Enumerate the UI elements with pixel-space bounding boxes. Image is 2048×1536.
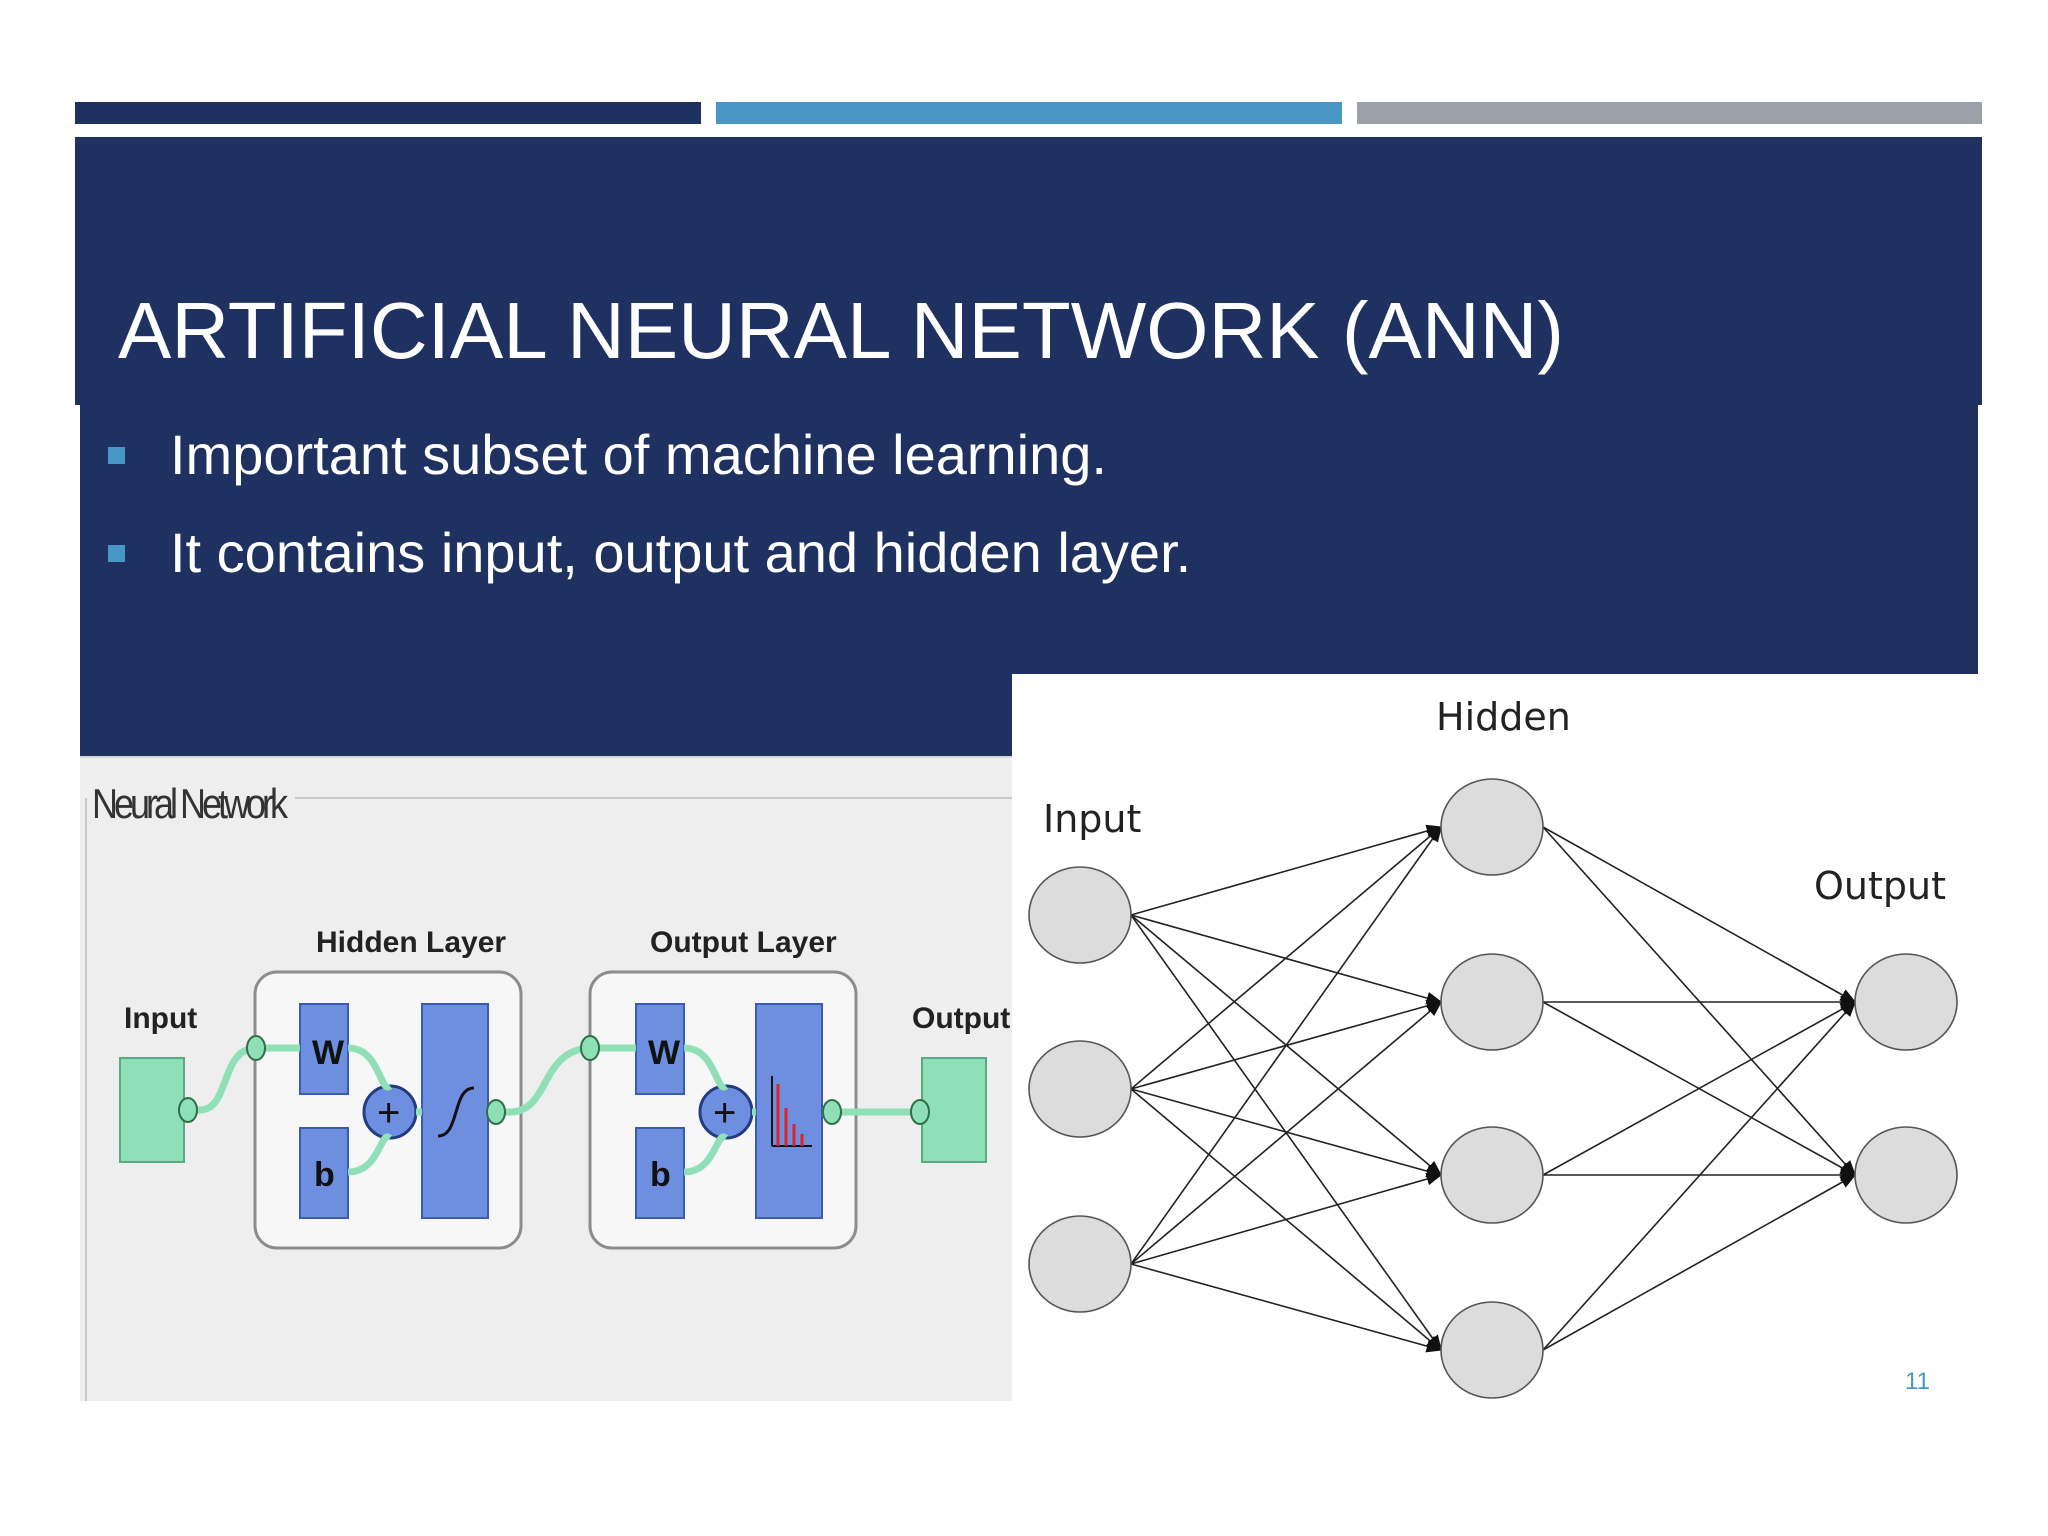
ann-edge	[1130, 1263, 1443, 1353]
ann-edge	[1542, 1000, 1857, 1351]
output-node	[1854, 1126, 1958, 1224]
top-accent-bar-gray	[1357, 102, 1982, 124]
neural-network-block-figure: Neural Network Hidden Layer Output Layer…	[80, 756, 1012, 1401]
slide-title: ARTIFICIAL NEURAL NETWORK (ANN)	[118, 286, 1565, 375]
top-accent-bar-navy	[75, 102, 701, 124]
ann-diagram-svg: Hidden Input Output	[1028, 695, 1958, 1399]
input-label: Input	[124, 1002, 197, 1035]
output-weight-label: W	[648, 1034, 681, 1072]
title-band	[75, 137, 1982, 405]
hidden-weight-label: W	[312, 1034, 345, 1072]
output-bias-block	[635, 1127, 685, 1219]
bullet-text: It contains input, output and hidden lay…	[170, 521, 1192, 584]
hidden-node	[1440, 1301, 1544, 1399]
ann-node-diagram: Hidden Input Output	[1012, 674, 1978, 1399]
softmax-icon	[771, 1076, 812, 1147]
ann-edge	[1130, 824, 1443, 916]
output-layer-label: Output Layer	[650, 926, 837, 959]
port-circles	[178, 1035, 930, 1125]
output-block	[921, 1057, 987, 1163]
ann-edge	[1542, 826, 1857, 1177]
input-node	[1028, 1215, 1132, 1313]
block-diagram-svg: Neural Network Hidden Layer Output Layer…	[85, 782, 1012, 1401]
group-label: Neural Network	[92, 782, 289, 828]
input-block	[119, 1057, 185, 1163]
ann-edge	[1542, 1001, 1857, 1176]
bullet-square-icon	[108, 545, 125, 562]
ann-hidden-label: Hidden	[1436, 695, 1571, 739]
ann-edges	[1130, 824, 1857, 1353]
ann-edge	[1130, 1000, 1443, 1265]
ann-nodes	[1028, 778, 1958, 1399]
output-label: Output	[912, 1002, 1010, 1035]
hidden-bias-block	[299, 1127, 349, 1219]
ann-edge	[1542, 1174, 1857, 1351]
output-weight-block	[635, 1003, 685, 1095]
output-node	[1854, 953, 1958, 1051]
bullet-text: Important subset of machine learning.	[170, 423, 1107, 486]
ann-input-label: Input	[1043, 797, 1141, 841]
ann-edge	[1130, 825, 1442, 1265]
output-sum-symbol: +	[713, 1091, 736, 1135]
top-accent-bar-blue	[716, 102, 1342, 124]
hidden-bias-label: b	[314, 1156, 335, 1194]
input-node	[1028, 866, 1132, 964]
sigmoid-icon	[437, 1086, 475, 1138]
input-node	[1028, 1040, 1132, 1138]
ann-edge	[1542, 826, 1857, 1003]
hidden-node	[1440, 778, 1544, 876]
output-bias-label: b	[650, 1156, 671, 1194]
ann-edge	[1130, 1172, 1443, 1265]
page-number: 11	[1905, 1368, 1930, 1395]
ann-edge	[1130, 825, 1443, 1090]
hidden-layer-label: Hidden Layer	[316, 926, 506, 959]
output-transfer-block	[755, 1003, 823, 1219]
ann-output-label: Output	[1814, 864, 1946, 908]
hidden-node	[1440, 1126, 1544, 1224]
bullet-square-icon	[108, 447, 125, 464]
hidden-node	[1440, 953, 1544, 1051]
hidden-sum-symbol: +	[377, 1091, 400, 1135]
